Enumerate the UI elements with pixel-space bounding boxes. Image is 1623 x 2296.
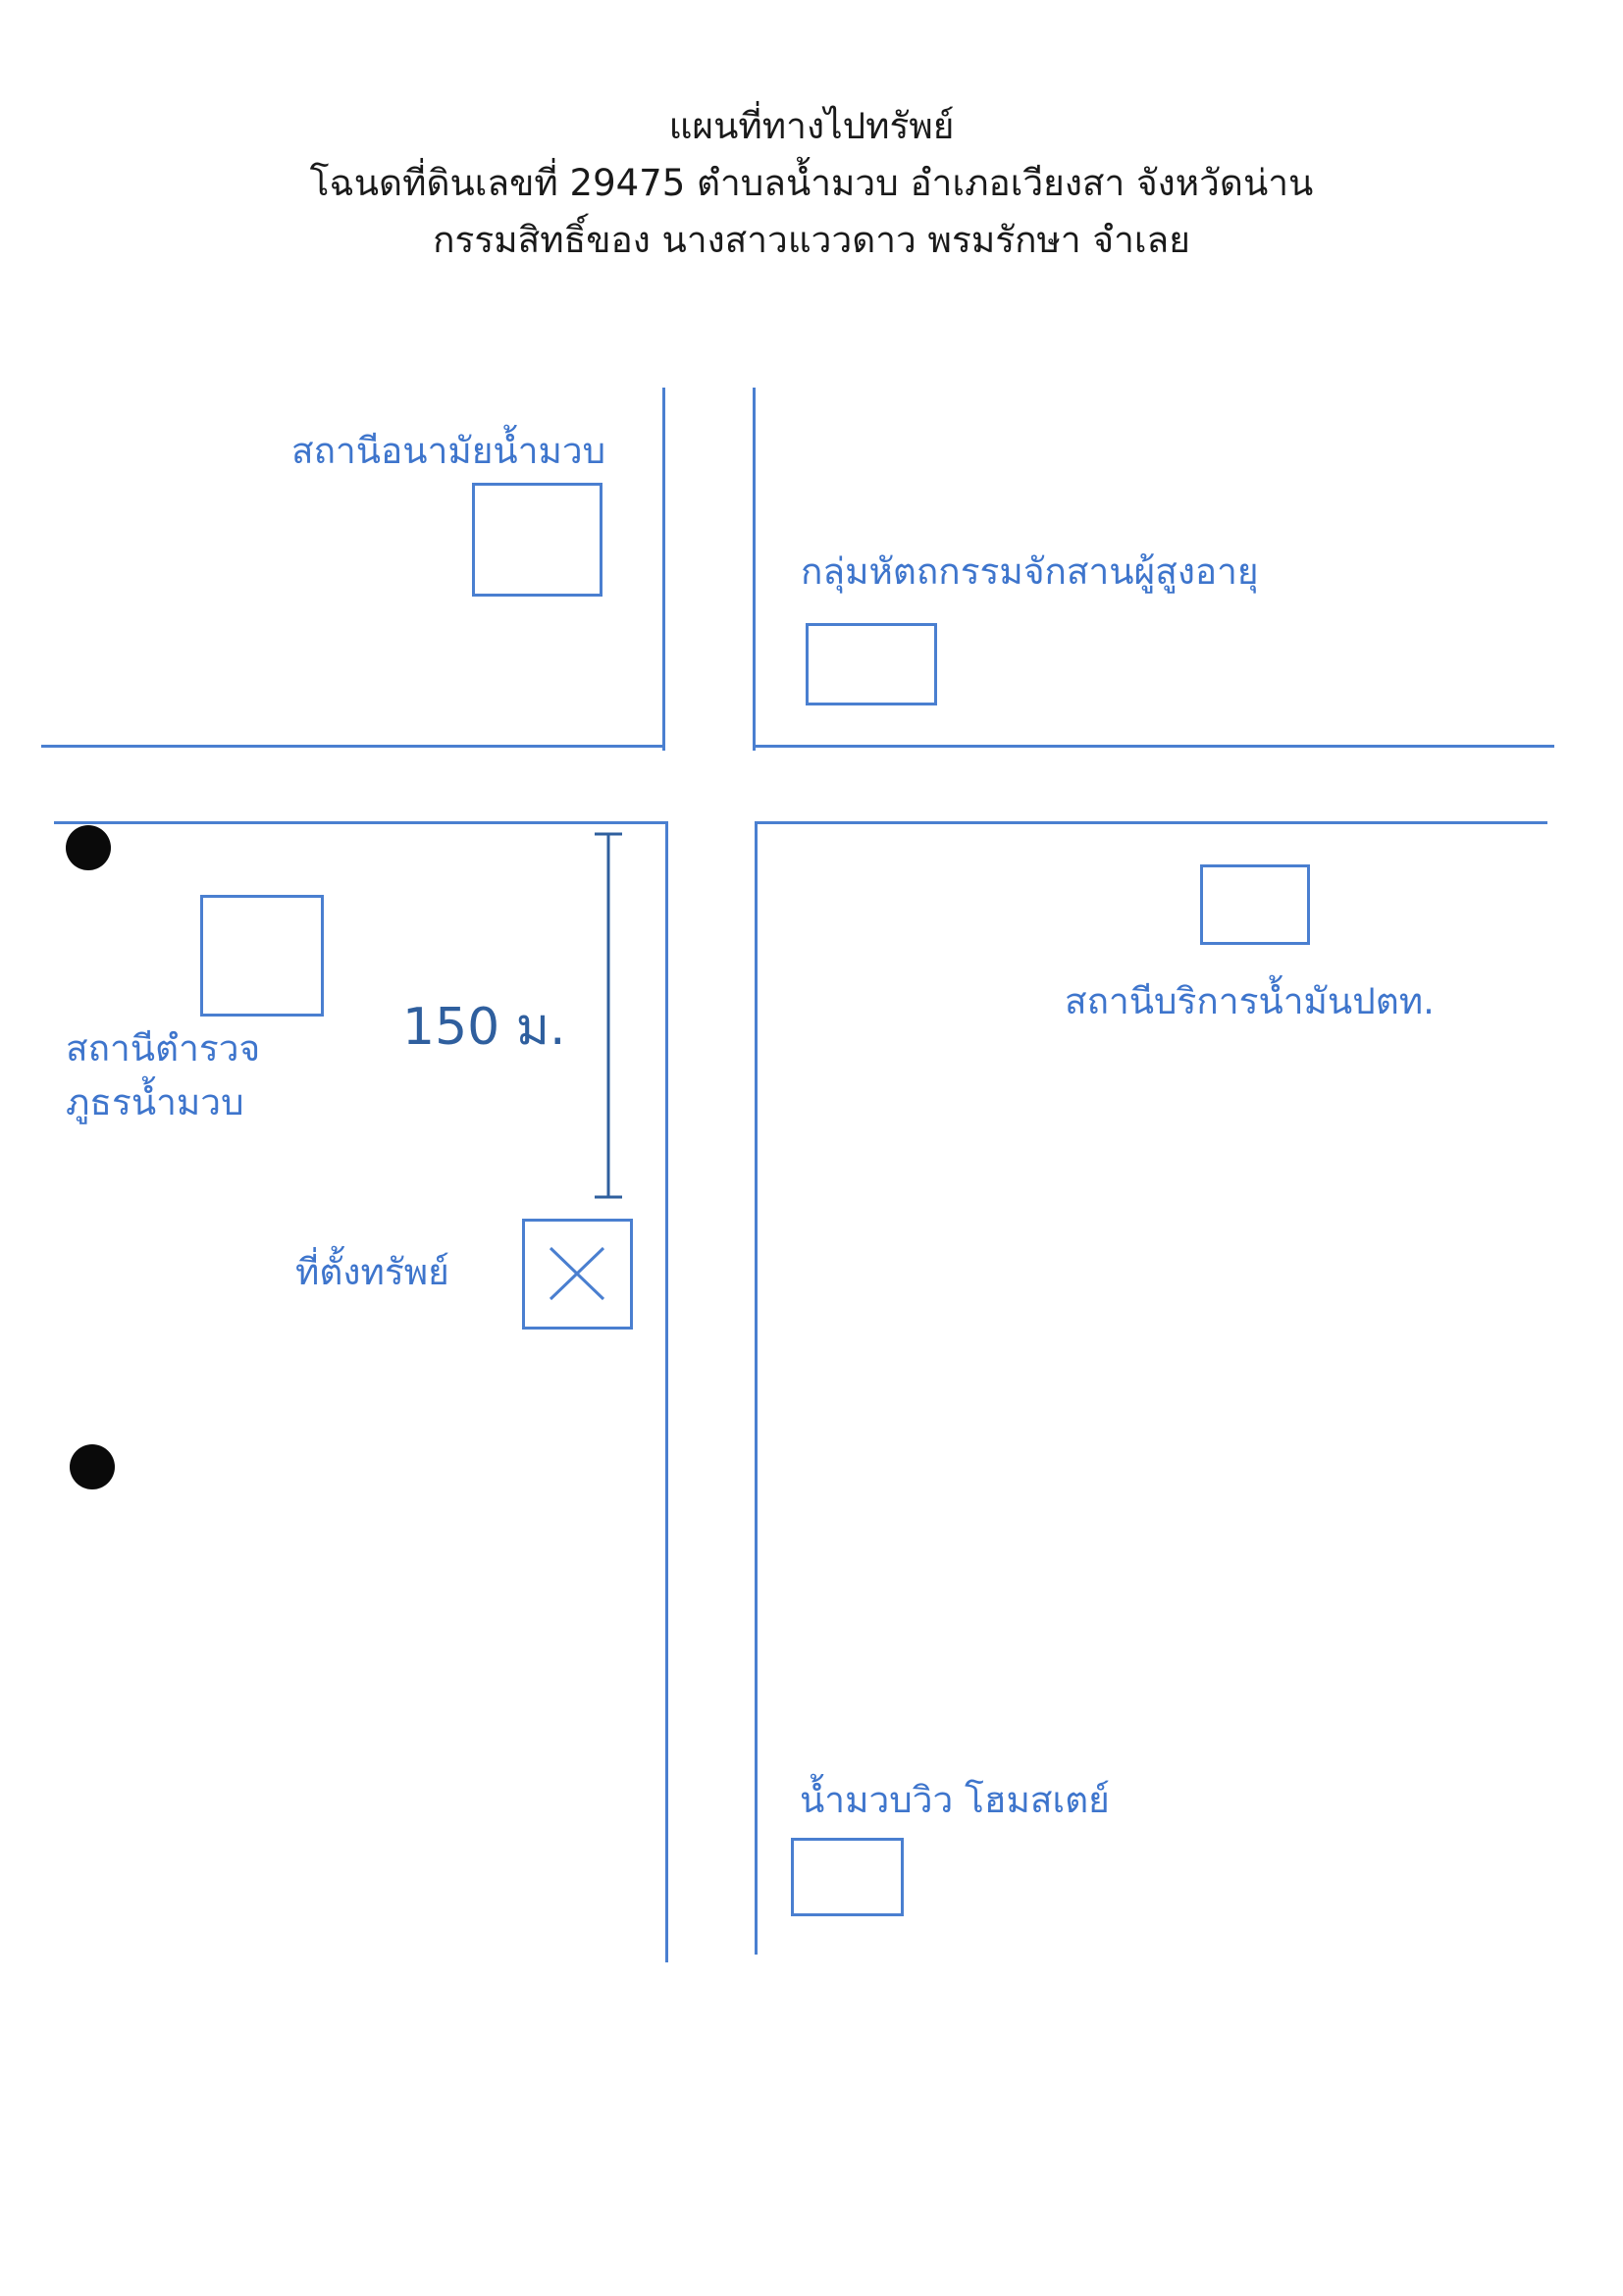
road-upper-left-vertical xyxy=(662,388,665,751)
road-lower-right-vertical xyxy=(755,821,758,1955)
road-upper-left-horizontal xyxy=(41,745,665,748)
police-station-building xyxy=(200,895,324,1017)
property-marker xyxy=(522,1219,633,1330)
police-station-label-line2: ภูธรน้ำมวบ xyxy=(66,1081,244,1123)
health-station-label: สถานีอนามัยน้ำมวบ xyxy=(291,430,606,472)
gas-station-building xyxy=(1200,864,1310,945)
map-title: แผนที่ทางไปทรัพย์ xyxy=(668,105,955,147)
homestay-label: น้ำมวบวิว โฮมสเตย์ xyxy=(800,1779,1110,1821)
homestay-building xyxy=(791,1838,904,1916)
police-station-label-line1: สถานีตำรวจ xyxy=(66,1027,261,1070)
elderly-group-building xyxy=(806,623,937,705)
road-upper-right-horizontal xyxy=(753,745,1554,748)
road-lower-left-vertical xyxy=(665,821,668,1962)
punch-hole-bottom xyxy=(70,1444,115,1489)
distance-dimension-line xyxy=(595,832,622,1199)
punch-hole-top xyxy=(66,825,111,870)
gas-station-label: สถานีบริการน้ำมันปตท. xyxy=(1065,980,1435,1022)
road-lower-right-horizontal xyxy=(756,821,1547,824)
distance-label: 150 ม. xyxy=(402,998,566,1057)
road-upper-right-vertical xyxy=(753,388,756,751)
elderly-group-label: กลุ่มหัตถกรรมจักสานผู้สูงอายุ xyxy=(801,550,1259,593)
property-x-icon xyxy=(549,1246,605,1301)
property-location-label: ที่ตั้งทรัพย์ xyxy=(295,1251,449,1293)
owner-line: กรรมสิทธิ์ของ นางสาวแววดาว พรมรักษา จำเล… xyxy=(433,219,1190,261)
road-lower-left-horizontal xyxy=(54,821,668,824)
health-station-building xyxy=(472,483,602,597)
deed-line: โฉนดที่ดินเลขที่ 29475 ตำบลน้ำมวบ อำเภอเ… xyxy=(309,162,1314,204)
